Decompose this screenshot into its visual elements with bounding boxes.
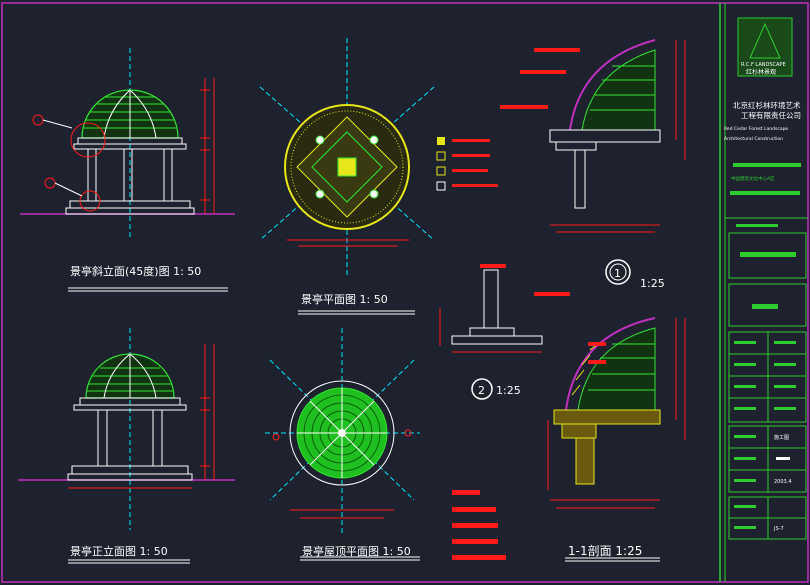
leader-line [42, 119, 73, 129]
logo-text: R.C.F LANDSCAPE [741, 62, 786, 68]
section-marker-1 [605, 259, 631, 285]
oblique-elevation-title: 景亭斜立面(45度)图 1: 50 [70, 264, 201, 278]
project-line: 中国建筑文化中心A区 [731, 175, 775, 182]
pavilion-plan-drawing: 景亭平面图 1: 50 [259, 38, 498, 315]
ring-beam [549, 129, 661, 143]
dome-ribs [103, 89, 157, 139]
detail-dimensions [550, 40, 686, 233]
section-marker-1-scale: 1:25 [640, 277, 665, 290]
base-block [469, 327, 515, 337]
section-marker-2-scale: 1:25 [496, 384, 521, 397]
section-dome-lines [588, 343, 655, 391]
section-1-1-drawing: 1-1剖面 1:25 [547, 317, 686, 562]
company-name-en-2: Architectural Construction [724, 136, 783, 142]
dimension-chain [200, 78, 215, 214]
notes-block [452, 490, 506, 560]
section-annotations [588, 342, 606, 364]
tb-project-name [740, 252, 796, 257]
section-ring-beam [553, 409, 661, 425]
plan-inner-diamond [311, 131, 383, 203]
project-bar-2 [730, 191, 800, 195]
roof-finial [338, 429, 346, 437]
tb-field [736, 224, 778, 227]
legend-labels [452, 139, 498, 187]
callout-tag [32, 114, 44, 126]
cornice-base [73, 404, 187, 411]
section-column [575, 437, 595, 485]
plan-columns [315, 135, 379, 199]
plan-center-square [337, 157, 357, 177]
column-base [483, 269, 499, 329]
section-dome [577, 327, 656, 411]
base-detail-2: 2 1:25 [439, 264, 570, 400]
dome-section [581, 49, 656, 131]
company-logo [737, 17, 793, 77]
tb-sheet-field: 施工图 [774, 434, 789, 441]
tb-drawing-name [752, 304, 778, 309]
company-name-en-1: Red Cedar Forest Landscape [724, 126, 788, 132]
dome-detail-1: 1 1:25 [500, 39, 686, 290]
plan-dimensions [287, 239, 409, 247]
tb-project-cell [728, 232, 807, 279]
base-annotations [480, 264, 570, 296]
dome-profile [569, 39, 656, 131]
section-title: 1-1剖面 1:25 [568, 544, 642, 558]
callout-tag [44, 177, 56, 189]
step [65, 207, 195, 215]
detail-annotations [500, 48, 580, 109]
legend-swatches [436, 137, 446, 191]
plan-paving-ring [290, 110, 404, 224]
section-marker-1-number: 1 [614, 267, 621, 280]
oblique-elevation-drawing: 景亭斜立面(45度)图 1: 50 [20, 48, 235, 292]
front-elevation-drawing: 景亭正立面图 1: 50 [18, 328, 235, 564]
tb-field-labels [734, 341, 796, 529]
title-block: R.C.F LANDSCAPE 红杉林景观 北京红杉林环境艺术 工程有限责任公司… [719, 3, 808, 582]
front-elevation-title: 景亭正立面图 1: 50 [70, 544, 168, 558]
company-name-cn-2: 工程有限责任公司 [741, 110, 801, 120]
dimension-chain [68, 344, 215, 489]
column-stub [574, 149, 586, 209]
dome-ribs [103, 353, 157, 399]
company-name-cn-1: 北京红杉林环境艺术 [733, 100, 801, 110]
tb-rev-field [776, 457, 790, 460]
project-bar [733, 163, 801, 167]
tb-date-field: 2003.4 [774, 479, 792, 485]
section-marker-1-inner [609, 263, 627, 281]
roof-plan-drawing: 景亭屋顶平面图 1: 50 [265, 328, 420, 561]
roof-eave-ring [289, 380, 395, 486]
tb-drawing-cell [728, 283, 807, 327]
base-dimensions [439, 308, 542, 353]
section-dome-profile [565, 317, 656, 411]
step [67, 473, 193, 481]
roof-plan-title: 景亭屋顶平面图 1: 50 [302, 544, 411, 558]
tb-grid [728, 331, 807, 540]
leader-line [54, 182, 83, 197]
plan-title: 景亭平面图 1: 50 [301, 292, 388, 306]
ring-beam-step [555, 141, 597, 151]
detail-callout-2 [79, 190, 101, 212]
logo-tree-icon [749, 22, 781, 59]
section-marker-2 [471, 378, 493, 400]
dome-section-lines [590, 65, 655, 111]
logo-cn: 红杉林景观 [746, 68, 776, 76]
section-dimensions [547, 318, 686, 509]
detail-callout-1 [70, 122, 106, 158]
roof-dimensions [290, 509, 394, 519]
tb-number-field: JS-7 [773, 526, 784, 532]
roof-markers [272, 429, 412, 441]
section-capital [561, 423, 597, 439]
base-footing [451, 335, 543, 345]
section-marker-2-number: 2 [478, 384, 485, 397]
